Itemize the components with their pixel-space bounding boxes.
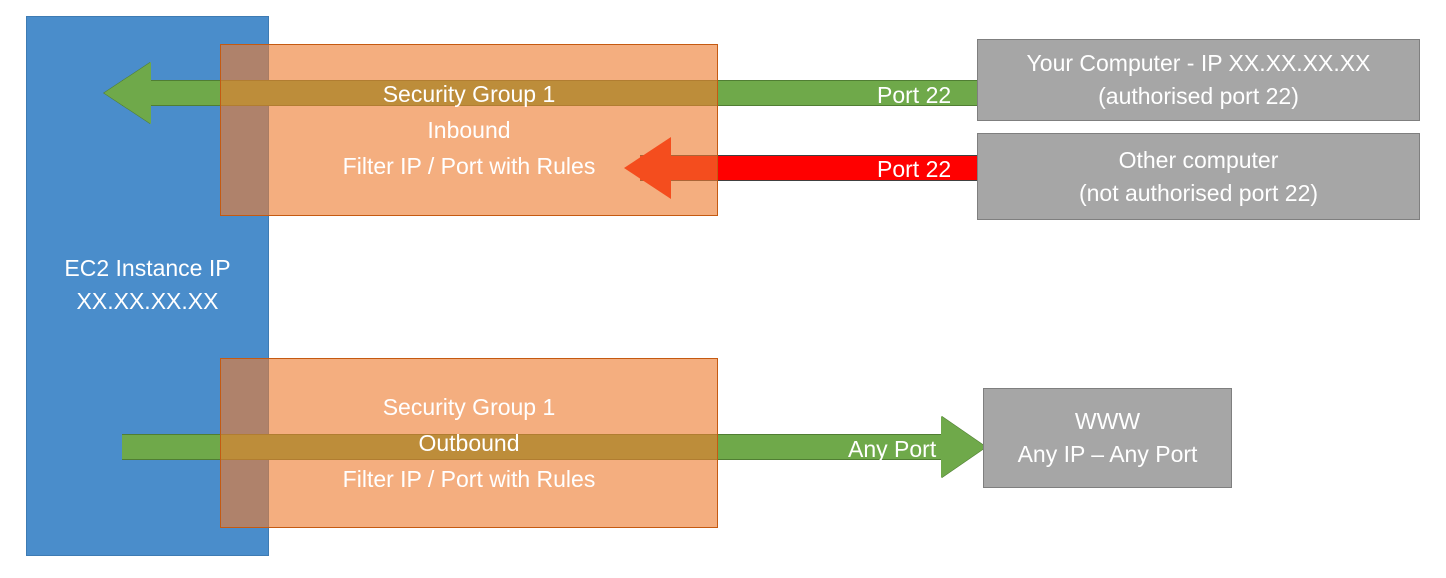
security-group-inbound-rules: Filter IP / Port with Rules — [342, 153, 596, 179]
security-group-outbound-direction: Outbound — [418, 430, 520, 456]
security-group-inbound-panel: Security Group 1 Inbound Filter IP / Por… — [220, 44, 718, 216]
inbound-allowed-arrow-head-icon — [104, 62, 151, 124]
endpoint-other-computer-box: Other computer (not authorised port 22) — [977, 133, 1420, 220]
endpoint-your-computer-box: Your Computer - IP XX.XX.XX.XX (authoris… — [977, 39, 1420, 121]
endpoint-your-computer-note: (authorised port 22) — [1098, 83, 1299, 109]
security-group-outbound-rules: Filter IP / Port with Rules — [342, 466, 596, 492]
endpoint-your-computer-title: Your Computer - IP XX.XX.XX.XX — [1026, 50, 1371, 76]
outbound-allowed-arrow-head-icon — [941, 416, 986, 478]
endpoint-other-computer-title: Other computer — [1118, 146, 1279, 173]
security-group-inbound-title: Security Group 1 — [382, 81, 556, 107]
security-group-inbound-direction: Inbound — [427, 117, 511, 143]
security-group-outbound-title: Security Group 1 — [382, 394, 556, 420]
endpoint-other-computer-note: (not authorised port 22) — [1078, 179, 1319, 206]
security-group-outbound-panel: Security Group 1 Outbound Filter IP / Po… — [220, 358, 718, 528]
endpoint-www-title: WWW — [1074, 408, 1141, 434]
endpoint-www-note: Any IP – Any Port — [1017, 441, 1198, 467]
endpoint-www-box: WWW Any IP – Any Port — [983, 388, 1232, 488]
